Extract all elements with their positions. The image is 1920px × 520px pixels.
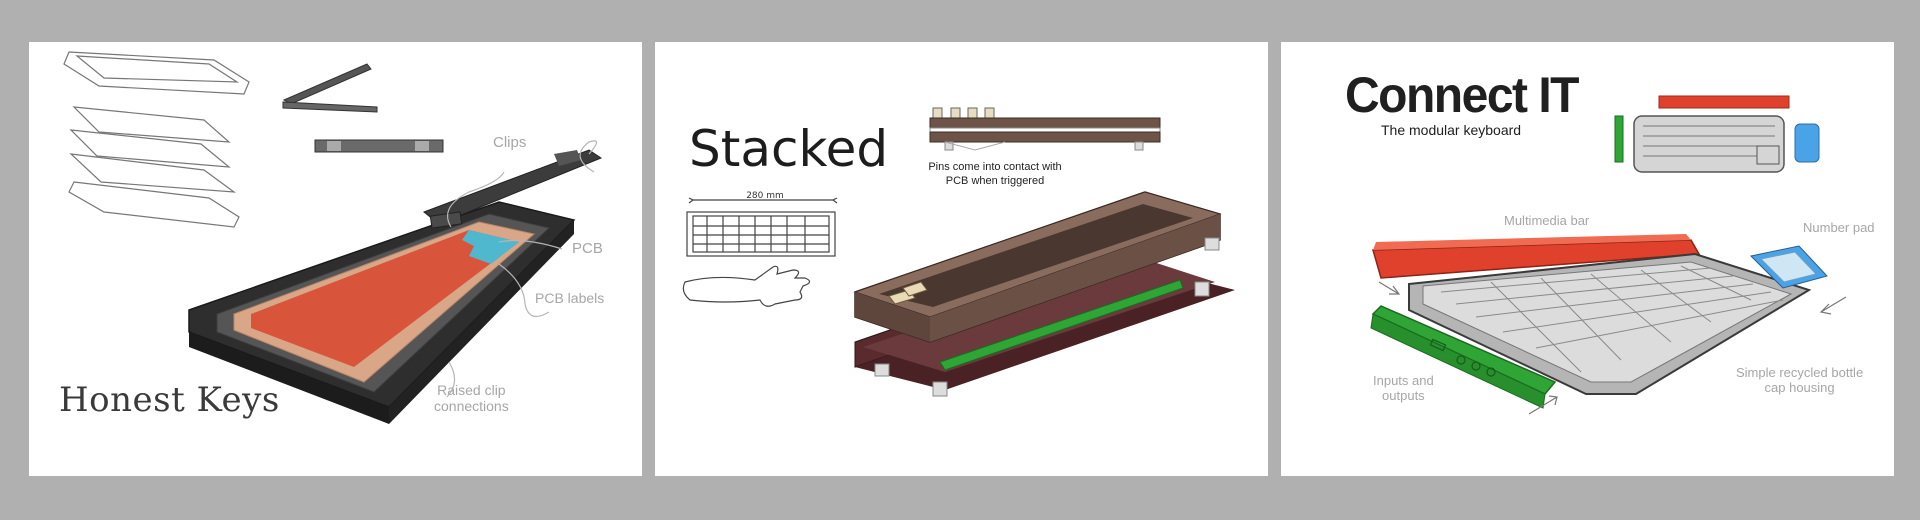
panel-title-honest-keys: Honest Keys <box>59 380 280 420</box>
caption-pins: Pins come into contact with PCB when tri… <box>928 161 1062 187</box>
assembled-preview <box>1614 95 1820 173</box>
panel-title-connect-it: Connect IT <box>1345 67 1580 124</box>
label-clips: Clips <box>493 134 527 151</box>
label-pcb: PCB <box>572 240 603 257</box>
clip-piece-angled <box>282 63 378 113</box>
exploded-layers <box>63 51 250 228</box>
leader-lines <box>446 140 598 398</box>
stacked-illustration: 280 mm <box>682 107 1235 397</box>
connect-it-illustration <box>1370 95 1847 415</box>
label-housing: Simple recycled bottle cap housing <box>1736 365 1864 395</box>
label-inputs-outputs: Inputs and outputs <box>1373 373 1434 403</box>
honest-keys-illustration <box>63 51 603 424</box>
label-raised-clip-connections: Raised clip connections <box>434 382 509 415</box>
stacked-wood-box <box>853 191 1235 397</box>
keyboard-base <box>188 149 603 424</box>
panel-connect-it: Connect IT The modular keyboard Multimed… <box>1281 42 1894 476</box>
panel-subtitle-connect-it: The modular keyboard <box>1381 122 1522 138</box>
clip-piece-flat <box>314 139 444 153</box>
modular-keyboard-exploded <box>1370 234 1828 409</box>
keyboard-grid-lines <box>1440 265 1784 373</box>
keyboard-sketch <box>682 197 838 307</box>
label-multimedia-bar: Multimedia bar <box>1504 213 1590 228</box>
label-number-pad: Number pad <box>1803 220 1875 235</box>
panel-honest-keys: Clips PCB PCB labels Raised clip connect… <box>29 42 642 476</box>
stacked-board-side-view <box>929 107 1161 151</box>
panel-title-stacked: Stacked <box>689 120 889 178</box>
assembly-arrows <box>1378 281 1847 415</box>
dimension-text: 280 mm <box>746 191 784 201</box>
label-pcb-labels: PCB labels <box>535 290 605 306</box>
panel-stacked: 280 mm Stacked Pins come into contact wi… <box>655 42 1268 476</box>
